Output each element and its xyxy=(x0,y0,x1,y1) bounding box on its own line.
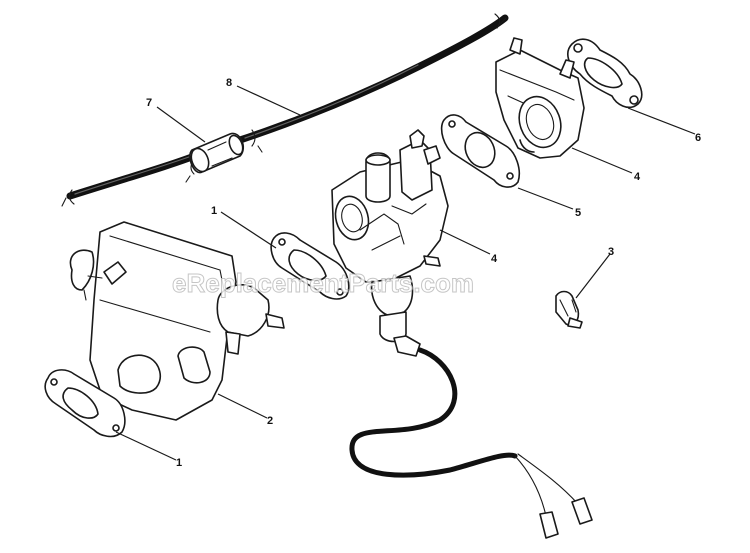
intake-housing-part-2[interactable] xyxy=(69,221,285,421)
callout-5: 5 xyxy=(575,207,581,219)
gasket-part-6[interactable] xyxy=(567,38,643,109)
callout-labels: 7 8 6 4 5 4 1 3 2 1 xyxy=(146,77,701,469)
solenoid-wire-lead[interactable] xyxy=(349,347,593,539)
fuel-filter-part-7[interactable] xyxy=(188,132,245,174)
callout-1b: 1 xyxy=(176,457,182,469)
gasket-part-1-lower[interactable] xyxy=(44,369,126,438)
callout-2: 2 xyxy=(267,415,273,427)
carburetor-part-4[interactable] xyxy=(331,129,449,357)
callout-3: 3 xyxy=(608,246,614,258)
spacer-part-4-upper[interactable] xyxy=(495,37,585,159)
watermark-text: eReplacementParts.com xyxy=(172,268,474,298)
clip-part-3[interactable] xyxy=(555,290,583,329)
gasket-part-5[interactable] xyxy=(440,114,521,188)
callout-4b: 4 xyxy=(491,253,498,265)
callout-6: 6 xyxy=(695,132,701,144)
callout-4a: 4 xyxy=(634,171,641,183)
leader-lines xyxy=(115,85,696,461)
callout-7: 7 xyxy=(146,97,152,109)
callout-1a: 1 xyxy=(211,205,217,217)
gasket-part-1-upper[interactable] xyxy=(270,232,350,300)
callout-8: 8 xyxy=(226,77,232,89)
